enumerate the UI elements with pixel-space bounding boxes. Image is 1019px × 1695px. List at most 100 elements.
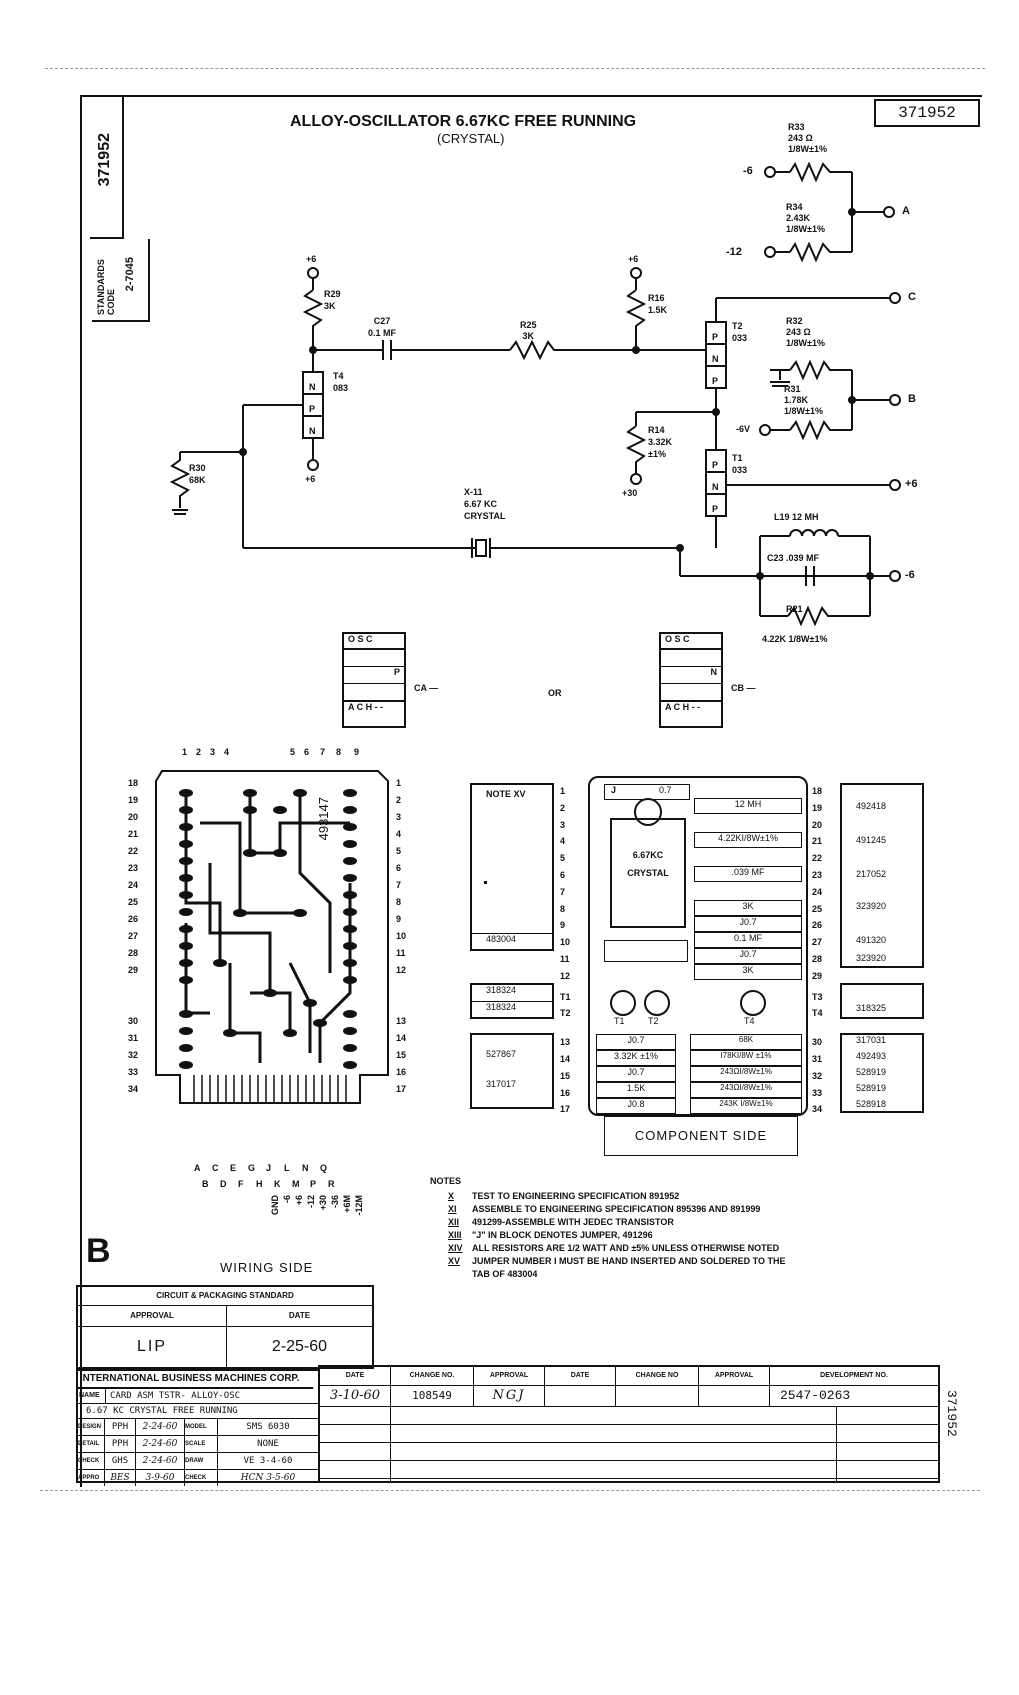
osc-left-tag: CA — bbox=[414, 683, 439, 693]
comp-left-num: 6 bbox=[560, 869, 566, 880]
comp-left-num: 2 bbox=[560, 802, 566, 813]
t2-ref: T2 bbox=[732, 321, 743, 331]
osc-left-row bbox=[344, 650, 404, 667]
mid-values: 12 MH 4.22KI/8W±1% .039 MF 3K J0.7 0.1 M… bbox=[694, 792, 802, 980]
t4-layer-1: N bbox=[309, 382, 316, 392]
low-val: 243K I/8W±1% bbox=[690, 1098, 802, 1114]
change-hdr: APPROVAL bbox=[474, 1367, 545, 1385]
left-num: 29 bbox=[128, 965, 139, 975]
right-num: 8 bbox=[396, 897, 402, 907]
top-num: 6 bbox=[304, 747, 310, 757]
comp-right-num: 34 bbox=[812, 1104, 823, 1115]
transistor-t2 bbox=[644, 990, 670, 1016]
signoff-who: GHS bbox=[105, 1453, 136, 1469]
note-num: XV bbox=[448, 1256, 461, 1266]
r30-value: 68K bbox=[189, 475, 206, 485]
osc-left-ach: A C H - - bbox=[348, 702, 384, 712]
part-num: 528919 bbox=[856, 1083, 887, 1093]
osc-block-right: O S C N A C H - - bbox=[659, 632, 723, 728]
signoff-who: PPH bbox=[105, 1436, 136, 1452]
part-317017: 317017 bbox=[486, 1079, 517, 1089]
signoff-value: VE 3-4-60 bbox=[243, 1456, 293, 1466]
name-row: NAME CARD ASM TSTR- ALLOY-OSC bbox=[78, 1389, 318, 1404]
top-num: 4 bbox=[224, 747, 230, 757]
approval-heading: CIRCUIT & PACKAGING STANDARD bbox=[78, 1287, 372, 1306]
t2-layer-1: P bbox=[712, 332, 719, 342]
right-num: 7 bbox=[396, 880, 402, 890]
change-hdr: APPROVAL bbox=[699, 1367, 770, 1385]
comp-right-num: 30 bbox=[812, 1037, 823, 1048]
comp-left-num: 11 bbox=[560, 953, 570, 964]
crystal-base bbox=[604, 940, 688, 962]
pin-voltage: -6 bbox=[282, 1195, 292, 1204]
left-num: 28 bbox=[128, 948, 139, 958]
r31-rating: 1/8W±1% bbox=[784, 406, 823, 416]
wiring-side-label: WIRING SIDE bbox=[220, 1260, 314, 1275]
approval-col-label: APPROVAL bbox=[78, 1306, 227, 1326]
right-num: 6 bbox=[396, 863, 402, 873]
r34-label: R34 2.43K 1/8W±1% bbox=[786, 202, 825, 235]
approval-head-row: APPROVAL DATE bbox=[78, 1306, 372, 1327]
signoff-date: 2-24-60 bbox=[136, 1419, 185, 1435]
left-num: 23 bbox=[128, 863, 139, 873]
component-side-label: COMPONENT SIDE bbox=[634, 1128, 768, 1143]
osc-left-row bbox=[344, 684, 404, 702]
lower-right-values: 68K I78KI/8W ±1% 243ΩI/8W±1% 243ΩI/8W±1%… bbox=[690, 1034, 802, 1114]
drawing-subtitle: (CRYSTAL) bbox=[437, 131, 505, 146]
change-empty bbox=[616, 1386, 699, 1406]
right-num: 1 bbox=[396, 778, 402, 788]
standards-box: STANDARDS CODE 2-7045 bbox=[92, 239, 150, 322]
change-empty bbox=[545, 1386, 616, 1406]
jumper-val: 0.7 bbox=[659, 785, 672, 795]
osc-right-row bbox=[661, 684, 721, 702]
change-block: DATE CHANGE NO. APPROVAL DATE CHANGE NO … bbox=[318, 1365, 940, 1483]
plus6-mid: +6 bbox=[628, 254, 639, 264]
left-num: 22 bbox=[128, 846, 139, 856]
right-num: 9 bbox=[396, 914, 402, 924]
t4-label: T4 083 bbox=[333, 370, 348, 394]
left-num: 20 bbox=[128, 812, 139, 822]
low-val: J0.8 bbox=[596, 1098, 676, 1114]
right-num: 14 bbox=[396, 1033, 407, 1043]
r34-value: 2.43K bbox=[786, 213, 811, 223]
r14-tol: ±1% bbox=[648, 449, 666, 459]
osc-left-mark: P bbox=[344, 667, 404, 684]
change-date: 3-10-60 bbox=[320, 1386, 391, 1406]
note-num: XIV bbox=[448, 1243, 463, 1253]
right-num: 11 bbox=[396, 948, 406, 958]
note-item: XIII"J" IN BLOCK DENOTES JUMPER, 491296 bbox=[448, 1229, 968, 1242]
right-num: 12 bbox=[396, 965, 407, 975]
approval-date: 2-25-60 bbox=[271, 1338, 328, 1355]
note-num: XII bbox=[448, 1217, 460, 1227]
comp-left-num: 13 bbox=[560, 1037, 571, 1048]
comp-right-num: T3 bbox=[812, 991, 823, 1002]
part-num: 323920 bbox=[856, 901, 887, 911]
l19-label: L19 12 MH bbox=[774, 512, 819, 522]
pin-voltage: +30 bbox=[318, 1195, 328, 1211]
notes-heading: NOTES bbox=[430, 1176, 462, 1186]
note-text: ALL RESISTORS ARE 1/2 WATT AND ±5% UNLES… bbox=[472, 1243, 780, 1253]
comp-right-num: 27 bbox=[812, 937, 823, 948]
note-text: JUMPER NUMBER I MUST BE HAND INSERTED AN… bbox=[472, 1256, 786, 1266]
t1-layers: P N P bbox=[712, 454, 719, 520]
part-num: 492418 bbox=[856, 801, 887, 811]
c27-ref: C27 bbox=[373, 316, 391, 326]
name-label: NAME bbox=[78, 1389, 106, 1403]
comp-left-num: 12 bbox=[560, 970, 571, 981]
r32-label: R32 243 Ω 1/8W±1% bbox=[786, 316, 825, 349]
output-neg6: -6 bbox=[905, 569, 915, 581]
part-527867: 527867 bbox=[486, 1049, 517, 1059]
right-num: 15 bbox=[396, 1050, 407, 1060]
signoff-key: DRAW bbox=[185, 1453, 218, 1469]
approval-block: CIRCUIT & PACKAGING STANDARD APPROVAL DA… bbox=[76, 1285, 374, 1369]
comp-right-num: 26 bbox=[812, 920, 823, 931]
comp-right-num: 23 bbox=[812, 869, 823, 880]
change-header-row: DATE CHANGE NO. APPROVAL DATE CHANGE NO … bbox=[320, 1367, 938, 1386]
r21-label: R21 4.22K 1/8W±1% bbox=[762, 594, 827, 654]
crystal-type: CRYSTAL bbox=[627, 868, 669, 878]
change-grid bbox=[320, 1407, 938, 1481]
low-val: 243ΩI/8W±1% bbox=[690, 1066, 802, 1082]
left-num: 33 bbox=[128, 1067, 139, 1077]
t1-layer-2: N bbox=[712, 482, 719, 492]
